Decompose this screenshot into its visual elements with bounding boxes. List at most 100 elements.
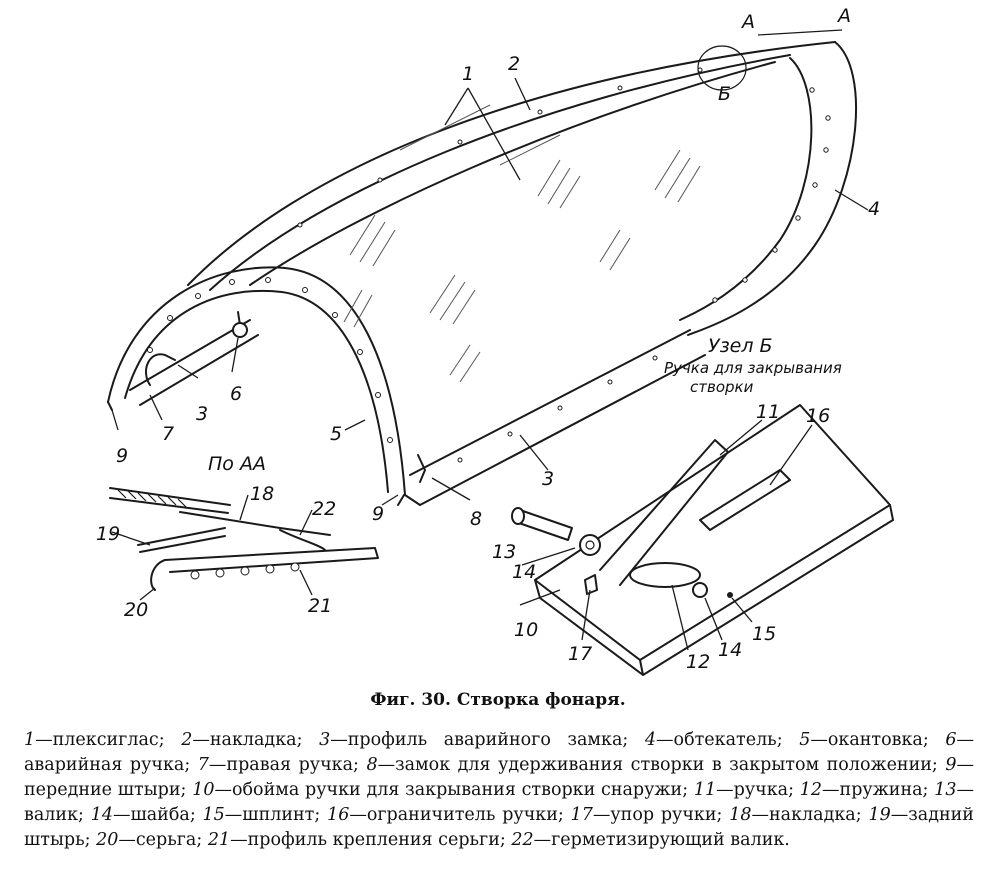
legend-number: 3: [319, 730, 331, 750]
label-20: 20: [124, 599, 148, 621]
section-aa-view: [109, 487, 379, 591]
frame-arch-outer: [107, 266, 406, 496]
label-3-left: 3: [196, 403, 208, 425]
legend-text: —передние штыри;: [24, 755, 974, 800]
legend-text: —обойма ручки для закрывания створки сна…: [214, 780, 689, 800]
legend-number: 5: [799, 730, 811, 750]
spring-12: [629, 562, 701, 588]
glare-marks: [343, 104, 701, 383]
label-15: 15: [752, 623, 776, 645]
legend-text: —обтекатель;: [656, 730, 783, 750]
legend-entry-1: 1—плексиглас;: [24, 730, 165, 750]
legend-entry-16: 16—ограничитель ручки;: [327, 805, 564, 825]
cotter-15: [727, 592, 733, 598]
legend-entry-15: 15—шплинт;: [203, 805, 321, 825]
legend-entry-19: 19—задний штырь;: [24, 805, 974, 850]
legend-text: —пружина;: [822, 780, 929, 800]
legend-entry-14: 14—шайба;: [91, 805, 196, 825]
legend-number: 15: [202, 805, 225, 825]
label-10: 10: [514, 619, 538, 641]
figure-caption: Фиг. 30. Створка фонаря.: [370, 690, 626, 710]
legend-entry-6: 6—аварийная ручка;: [24, 730, 974, 775]
legend-text: —профиль крепления серьги;: [230, 830, 506, 850]
label-7: 7: [162, 423, 174, 445]
legend-text: —окантовка;: [810, 730, 929, 750]
legend-text: —аварийная ручка;: [24, 730, 974, 775]
node-b-subtitle-2: створки: [690, 378, 754, 396]
label-8: 8: [470, 508, 482, 530]
canopy-figure: 1 2 4 5 3 6 7 9 3 8 9 18 22 19 20 21 11 …: [96, 5, 894, 676]
lug-20: [150, 559, 166, 591]
rivets: [147, 67, 831, 463]
legend-text: —упор ручки;: [592, 805, 723, 825]
label-4: 4: [868, 198, 880, 220]
legend-number: 16: [327, 805, 350, 825]
legend-text: —герметизирующий валик.: [533, 830, 790, 850]
section-overlay-18: [179, 511, 331, 536]
label-19: 19: [96, 523, 120, 545]
legend-number: 12: [799, 780, 823, 800]
washer-14b: [692, 582, 708, 598]
legend-number: 9: [945, 755, 957, 775]
label-3-right: 3: [542, 468, 554, 490]
legend-number: 22: [511, 830, 534, 850]
legend-entry-5: 5—окантовка;: [799, 730, 929, 750]
canopy-top-edge-outer: [187, 41, 836, 286]
legend-text: —замок для удерживания створки в закрыто…: [377, 755, 938, 775]
label-17: 17: [568, 643, 592, 665]
label-5: 5: [330, 423, 342, 445]
legend-text: —валик;: [24, 780, 974, 825]
canopy-main-view: [107, 29, 857, 506]
legend-text: —шайба;: [112, 805, 196, 825]
legend-number: 13: [934, 780, 957, 800]
legend-entry-12: 12—пружина;: [800, 780, 929, 800]
seal-22: [279, 529, 326, 551]
legend-entry-4: 4—обтекатель;: [645, 730, 783, 750]
legend-text: —профиль аварийного замка;: [330, 730, 629, 750]
legend-number: 21: [207, 830, 231, 850]
label-1: 1: [462, 63, 474, 85]
label-node-b-marker: Б: [718, 83, 731, 105]
label-9-right: 9: [372, 503, 384, 525]
section-top-plate: [109, 487, 231, 514]
legend-entry-7: 7—правая ручка;: [198, 755, 359, 775]
label-18: 18: [250, 483, 274, 505]
legend-text: —накладка;: [751, 805, 862, 825]
node-b-title: Узел Б: [708, 335, 773, 357]
label-13: 13: [492, 541, 516, 563]
right-handle-7: [145, 353, 176, 386]
legend-number: 18: [729, 805, 752, 825]
legend-text: —серьга;: [118, 830, 203, 850]
handle-limiter-16: [699, 469, 791, 531]
legend-text: —ручка;: [716, 780, 794, 800]
legend-text: —задний штырь;: [24, 805, 974, 850]
label-14-left: 14: [512, 561, 536, 583]
section-line-aa: [757, 29, 843, 36]
legend-entry-20: 20—серьга;: [96, 830, 202, 850]
legend-text: —правая ручка;: [208, 755, 359, 775]
fairing-outer: [687, 41, 857, 336]
legend-entry-18: 18—накладка;: [729, 805, 861, 825]
leader-lines: [111, 77, 869, 651]
node-b-view: [511, 404, 894, 676]
label-14-right: 14: [718, 639, 742, 661]
legend-entry-9: 9—передние штыри;: [24, 755, 974, 800]
legend-number: 10: [192, 780, 215, 800]
legend-entry-8: 8—замок для удерживания створки в закрыт…: [366, 755, 937, 775]
legend-text: —накладка;: [192, 730, 303, 750]
legend-text: —шплинт;: [224, 805, 321, 825]
legend-entry-2: 2—накладка;: [181, 730, 302, 750]
left-rail: [129, 319, 259, 406]
legend-number: 17: [570, 805, 593, 825]
legend-number: 14: [90, 805, 113, 825]
sill-profile-edge: [404, 494, 421, 506]
legend-entry-21: 21—профиль крепления серьги;: [208, 830, 506, 850]
legend-number: 4: [644, 730, 657, 750]
front-pin-right: [397, 494, 405, 506]
legend-entry-22: 22—герметизирующий валик.: [511, 830, 790, 850]
legend-number: 2: [181, 730, 193, 750]
label-21: 21: [308, 595, 332, 617]
section-aa-title: По АА: [208, 453, 266, 475]
figure-legend: 1—плексиглас; 2—накладка; 3—профиль авар…: [24, 728, 974, 853]
canopy-plexi-top: [249, 61, 776, 286]
